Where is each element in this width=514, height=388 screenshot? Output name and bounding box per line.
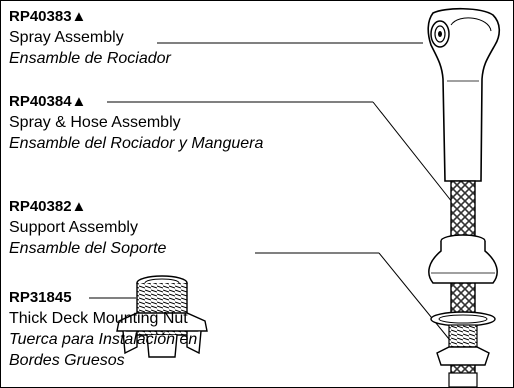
support-assembly-illustration xyxy=(428,234,498,387)
hose-upper-illustration xyxy=(450,180,476,240)
part-name-english: Support Assembly xyxy=(9,219,138,236)
part-spray-assembly: RP40383▲ Spray Assembly Ensamble de Roci… xyxy=(9,7,171,69)
part-name-spanish: Ensamble del Rociador y Manguera xyxy=(9,135,264,152)
mounting-nut-illustration xyxy=(116,275,208,358)
part-number: RP40382▲ xyxy=(9,198,87,215)
part-number: RP40383▲ xyxy=(9,8,87,25)
part-number: RP31845 xyxy=(9,289,72,306)
part-name-english: Thick Deck Mounting Nut xyxy=(9,310,188,327)
part-name-spanish-line-2: Bordes Gruesos xyxy=(9,352,125,369)
part-name-english: Spray & Hose Assembly xyxy=(9,114,181,131)
part-spray-hose-assembly: RP40384▲ Spray & Hose Assembly Ensamble … xyxy=(9,92,263,154)
part-number: RP40384▲ xyxy=(9,93,87,110)
part-support-assembly: RP40382▲ Support Assembly Ensamble del S… xyxy=(9,197,166,259)
part-mounting-nut: RP31845 Thick Deck Mounting Nut Tuerca p… xyxy=(9,288,197,371)
spray-head-illustration xyxy=(427,7,501,182)
part-name-english: Spray Assembly xyxy=(9,29,124,46)
part-name-spanish: Ensamble de Rociador xyxy=(9,50,171,67)
part-name-spanish: Tuerca para Instalación en xyxy=(9,331,198,348)
part-name-spanish: Ensamble del Soporte xyxy=(9,240,167,257)
